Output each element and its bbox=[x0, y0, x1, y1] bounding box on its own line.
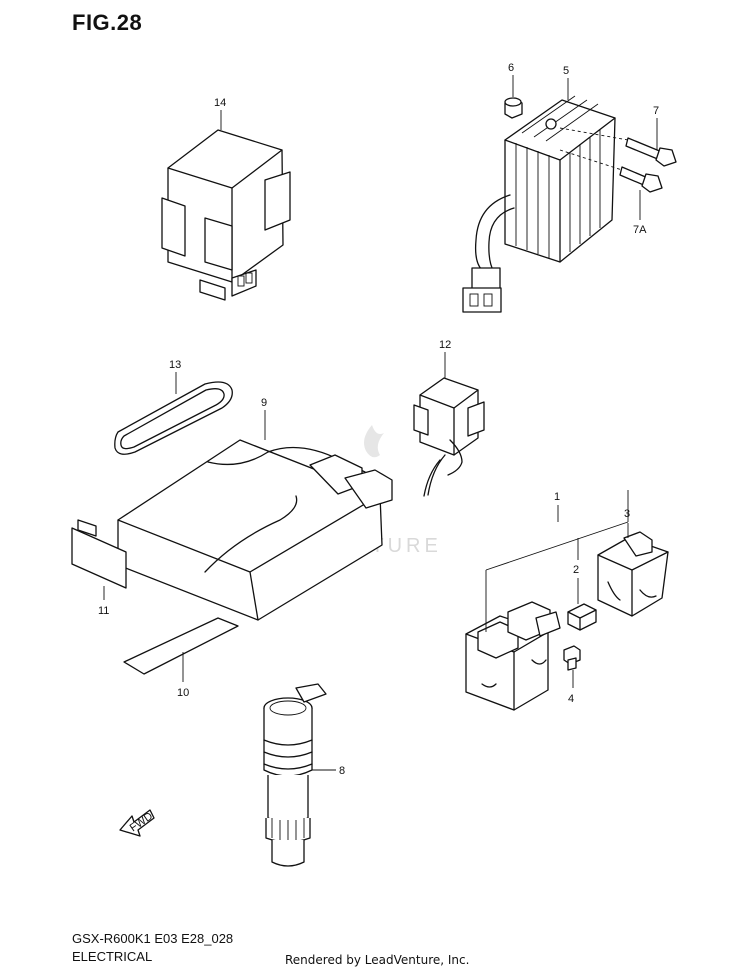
watermark-flame-icon bbox=[364, 425, 384, 458]
render-credit: Rendered by LeadVenture, Inc. bbox=[285, 953, 470, 967]
section-name: ELECTRICAL bbox=[72, 949, 153, 964]
callout-1-bracket bbox=[485, 490, 629, 632]
part-1-starter-relay bbox=[465, 601, 561, 711]
model-code: GSX-R600K1 E03 E28_028 bbox=[72, 931, 234, 946]
callout-14: 14 bbox=[214, 97, 226, 109]
callout-7: 7 bbox=[653, 105, 659, 117]
part-2-fuse bbox=[567, 603, 597, 631]
part-3-fuse-box-cover bbox=[597, 531, 669, 617]
callout-6: 6 bbox=[508, 62, 514, 74]
callout-3: 3 bbox=[624, 508, 630, 520]
callout-2: 2 bbox=[573, 564, 579, 576]
part-8-ignition-coil bbox=[263, 683, 327, 867]
callout-9: 9 bbox=[261, 397, 267, 409]
callout-12: 12 bbox=[439, 339, 451, 351]
part-9-ecu bbox=[117, 439, 393, 621]
part-6-collar bbox=[504, 97, 523, 119]
callout-10: 10 bbox=[177, 687, 189, 699]
part-7a-bolt bbox=[559, 149, 663, 193]
part-11-pad bbox=[71, 519, 127, 589]
part-4-clip bbox=[563, 645, 581, 671]
callout-8: 8 bbox=[339, 765, 345, 777]
callout-13: 13 bbox=[169, 359, 181, 371]
part-14-relay bbox=[161, 129, 291, 301]
part-13-band bbox=[114, 381, 233, 455]
callout-7a: 7A bbox=[633, 224, 647, 236]
callout-11: 11 bbox=[98, 605, 109, 617]
part-12-relay bbox=[413, 377, 485, 497]
part-5-regulator bbox=[462, 95, 616, 313]
part-10-strip bbox=[123, 617, 239, 675]
part-7-bolt bbox=[559, 127, 677, 167]
callout-1: 1 bbox=[554, 491, 560, 503]
fwd-arrow: FWD bbox=[119, 809, 155, 837]
callout-4: 4 bbox=[568, 693, 574, 705]
callout-5: 5 bbox=[563, 65, 569, 77]
figure-title: FIG.28 bbox=[72, 10, 143, 35]
